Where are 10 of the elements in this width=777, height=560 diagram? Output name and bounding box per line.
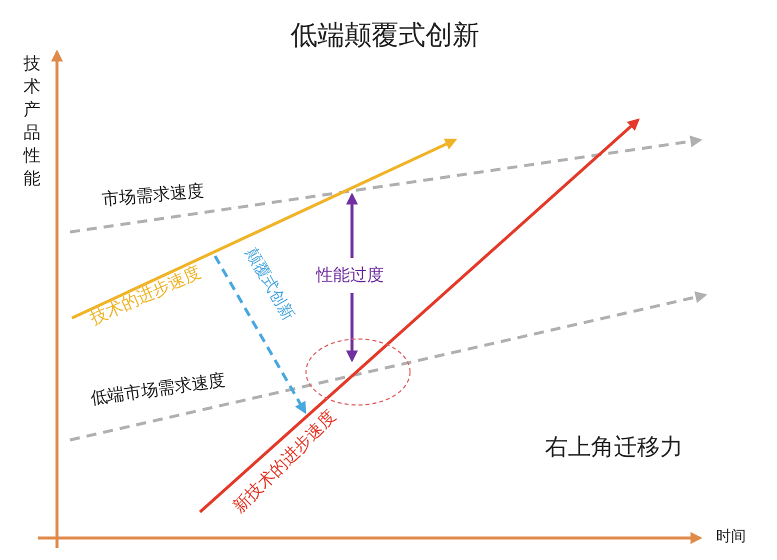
axis-label: 技术产品性能	[24, 53, 40, 191]
arrow-label: 颠覆式创新	[242, 244, 298, 324]
line-label: 新技术的进步速度	[230, 407, 340, 517]
caption-text: 右上角迁移力	[545, 435, 683, 461]
arrow-label: 性能过度	[316, 266, 384, 286]
line-label: 技术的进步速度	[88, 263, 204, 329]
title: 低端颠覆式创新	[290, 21, 480, 51]
axis-label: 时间	[716, 528, 746, 544]
line-label: 市场需求速度	[101, 182, 205, 210]
line-label: 低端市场需求速度	[89, 371, 227, 409]
